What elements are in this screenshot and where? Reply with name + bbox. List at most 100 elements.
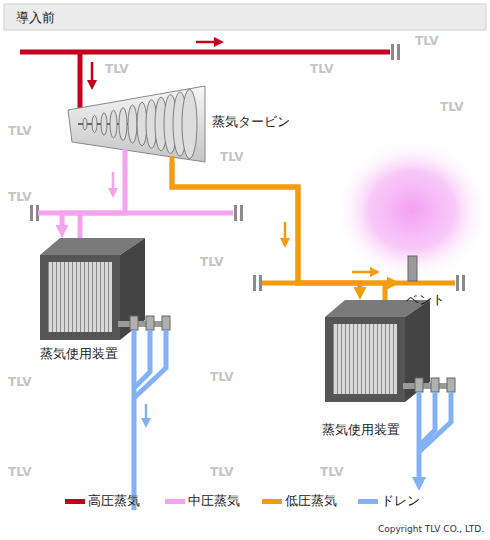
pipe-connector [172,162,392,283]
drain-pipe [134,330,166,398]
steam-device-figure [130,316,138,330]
turbine-figure [68,86,205,163]
flow-arrow [141,418,151,428]
watermark-text: TLV [105,62,128,76]
pipe-connector [62,162,125,230]
turbine-figure [170,156,175,163]
header-end-bars [391,44,394,60]
vent-pipe [408,256,417,281]
legend-text: 中圧蒸気 [188,493,240,509]
flow-arrow [284,222,287,240]
drain-pipe [419,392,451,452]
flow-arrow [145,404,148,420]
turbine-figure [119,108,127,141]
steam-device-figure [48,262,112,332]
flow-arrow [87,80,97,90]
watermark-text: TLV [8,124,31,138]
pipe-connector [172,162,360,292]
turbine-node: 蒸気タービン [66,84,302,162]
steam-device-figure [333,324,397,394]
watermark-text: TLV [8,465,31,479]
turbine-figure [182,89,197,158]
legend-swatch [165,499,185,504]
steam-device-figure [146,316,154,330]
flow-arrow [352,271,372,274]
legend-text: 高圧蒸気 [88,493,140,509]
turbine-figure [83,89,197,158]
flow-arrow [196,41,216,44]
header-end-bars [462,275,465,291]
watermark-text: TLV [310,62,333,76]
copyright-text: Copyright TLV CO., LTD. [378,524,484,535]
flow-arrow [370,267,380,277]
low-pressure-pipe [383,283,388,301]
header-end-bars [240,205,243,221]
steam-device-figure [162,316,170,330]
flow-arrow [108,188,118,198]
drain-pipe [132,330,137,510]
vent-cloud [334,138,490,282]
drain-pipe [417,392,422,478]
flow-arrow [214,37,224,47]
legend-text: ドレン [381,493,420,509]
device-node: 蒸気使用装置 [318,300,458,442]
medium-pressure-pipe [78,213,83,239]
watermark-text: TLV [210,465,233,479]
turbine-figure [92,115,97,132]
legend-text: 低圧蒸気 [285,493,337,509]
watermark-text: TLV [220,150,243,164]
steam-device-figure [40,238,170,340]
watermark-text: TLV [415,34,438,48]
turbine-figure [123,149,128,163]
drain-arrowhead [412,477,426,491]
steam-device-figure [415,378,423,392]
flow-arrow [91,62,94,82]
turbine-figure [110,110,117,138]
vent-cloud [334,138,490,282]
node-label: 蒸気使用装置 [322,422,400,438]
vent-pipe [408,256,417,281]
steam-device-figure [325,317,405,402]
header-end-bars [259,275,262,291]
steam-device-figure [325,300,455,402]
legend-swatch [262,499,282,504]
turbine-figure [101,113,107,135]
legend-swatch [65,499,85,504]
watermark-text: TLV [320,465,343,479]
turbine-figure [68,86,205,162]
medium-pressure-pipe [38,213,233,239]
high-pressure-pipe [78,52,83,108]
header-end-bars [234,205,237,221]
title-text: 導入前 [16,10,55,26]
watermark-text: TLV [8,190,31,204]
header-end-bars [30,44,465,291]
steam-device-figure [431,378,439,392]
flow-arrow [280,238,290,248]
legend-swatch [358,499,378,504]
header-end-bars [397,44,400,60]
header-end-bars [30,205,33,221]
drain-pipe [134,330,451,510]
node-label: 蒸気使用装置 [40,346,118,362]
turbine-figure [137,102,147,145]
node-label: 蒸気タービン [212,114,290,130]
node-label: ベント [406,292,445,308]
high-pressure-pipe [20,50,390,55]
device-node: 蒸気使用装置 [30,238,152,368]
title-bar [4,4,486,30]
header-end-bars [253,275,256,291]
turbine-figure [83,118,87,130]
steam-device-figure [447,378,455,392]
watermark-text: TLV [210,370,233,384]
watermark-text: TLV [8,375,31,389]
watermark-text: TLV [440,100,463,114]
flow-arrow [112,172,115,190]
turbine-figure [128,105,137,143]
vent-node: ベント [400,250,464,312]
steam-device-figure [40,255,120,340]
header-end-bars [456,275,459,291]
